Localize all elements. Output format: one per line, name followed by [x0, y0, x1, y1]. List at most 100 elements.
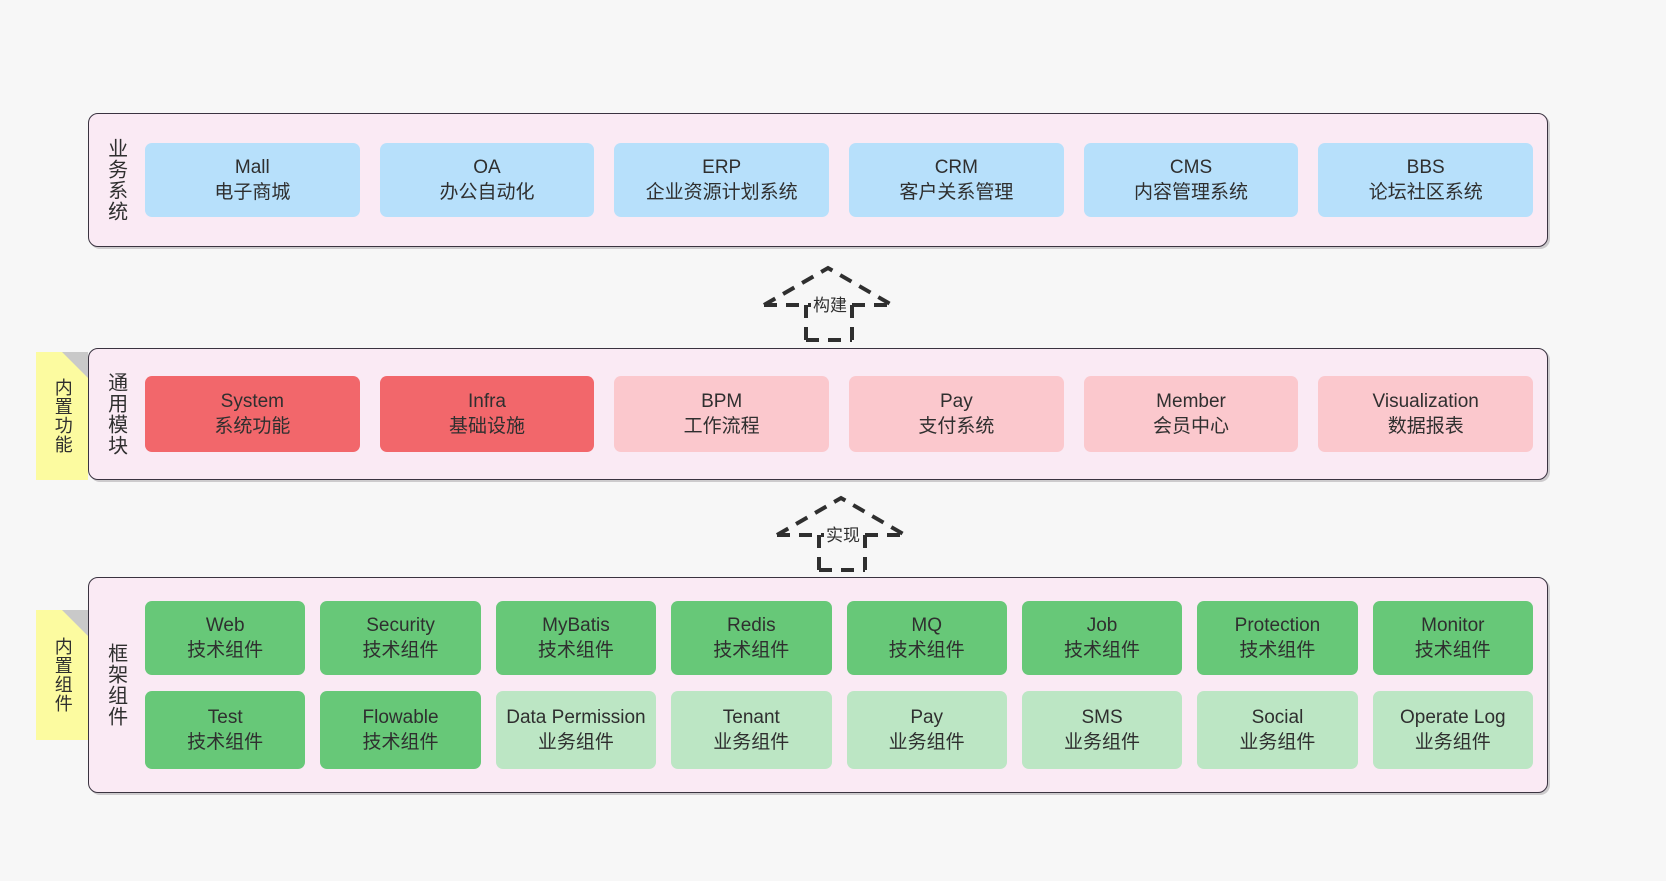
card-mall[interactable]: Mall 电子商城: [145, 143, 360, 217]
card-subtitle: 技术组件: [713, 640, 790, 661]
card-title: System: [220, 390, 285, 412]
card-subtitle: 业务组件: [1064, 732, 1141, 753]
card-pay-component[interactable]: Pay 业务组件: [846, 691, 1007, 769]
card-cms[interactable]: CMS 内容管理系统: [1083, 143, 1299, 217]
card-subtitle: 会员中心: [1153, 416, 1230, 437]
layer-body-business-system: Mall 电子商城 OA 办公自动化 ERP 企业资源计划系统 CRM 客户关系…: [141, 114, 1547, 246]
card-operate-log[interactable]: Operate Log 业务组件: [1372, 691, 1533, 769]
layer-title-framework-component: 框架组件: [104, 643, 127, 727]
card-subtitle: 业务组件: [1414, 732, 1491, 753]
card-subtitle: 技术组件: [362, 732, 439, 753]
card-subtitle: 支付系统: [918, 416, 995, 437]
card-protection[interactable]: Protection 技术组件: [1197, 601, 1358, 675]
card-infra[interactable]: Infra 基础设施: [379, 376, 595, 452]
card-subtitle: 技术组件: [187, 640, 264, 661]
card-title: CMS: [1169, 156, 1213, 178]
sticky-note-label: 内置功能: [52, 378, 73, 454]
layer-title-business-system: 业务系统: [104, 138, 127, 222]
card-subtitle: 技术组件: [1239, 640, 1316, 661]
connector-label-implement: 实现: [824, 521, 862, 546]
card-subtitle: 数据报表: [1387, 416, 1464, 437]
card-job[interactable]: Job 技术组件: [1021, 601, 1183, 675]
card-title: MyBatis: [542, 614, 610, 636]
card-title: Member: [1156, 390, 1226, 412]
card-subtitle: 基础设施: [449, 416, 526, 437]
layer-framework-component: 框架组件 Web 技术组件 Security 技术组件 MyBatis 技术组件…: [88, 577, 1548, 793]
card-subtitle: 客户关系管理: [899, 182, 1014, 203]
card-crm[interactable]: CRM 客户关系管理: [849, 143, 1064, 217]
connector-label-build: 构建: [811, 291, 849, 316]
card-mybatis[interactable]: MyBatis 技术组件: [495, 601, 657, 675]
card-row: System 系统功能 Infra 基础设施 BPM 工作流程 Pay 支付系统…: [145, 376, 1534, 452]
card-title: Visualization: [1372, 390, 1479, 412]
connector-build: 构建: [760, 262, 900, 342]
card-title: Monitor: [1421, 614, 1485, 636]
card-title: Test: [207, 706, 243, 728]
card-subtitle: 业务组件: [713, 732, 790, 753]
card-subtitle: 业务组件: [537, 732, 614, 753]
card-subtitle: 技术组件: [187, 732, 264, 753]
card-mq[interactable]: MQ 技术组件: [846, 601, 1007, 675]
card-title: Mall: [234, 156, 270, 178]
card-flowable[interactable]: Flowable 技术组件: [320, 691, 481, 769]
card-title: Job: [1086, 614, 1118, 636]
card-subtitle: 技术组件: [1414, 640, 1491, 661]
card-title: Tenant: [722, 706, 780, 728]
card-pay[interactable]: Pay 支付系统: [849, 376, 1064, 452]
card-monitor[interactable]: Monitor 技术组件: [1372, 601, 1533, 675]
card-title: Operate Log: [1399, 706, 1506, 728]
card-system[interactable]: System 系统功能: [145, 376, 360, 452]
card-title: BPM: [701, 390, 743, 412]
card-redis[interactable]: Redis 技术组件: [671, 601, 832, 675]
sticky-note-builtin-component: 内置组件: [36, 610, 88, 740]
connector-implement: 实现: [773, 492, 913, 572]
generalization-arrow-icon: [775, 495, 907, 572]
card-subtitle: 电子商城: [214, 182, 291, 203]
card-security[interactable]: Security 技术组件: [320, 601, 481, 675]
sticky-note-label: 内置组件: [52, 637, 73, 713]
card-title: Data Permission: [506, 706, 646, 728]
card-subtitle: 系统功能: [214, 416, 291, 437]
card-web[interactable]: Web 技术组件: [145, 601, 306, 675]
card-bpm[interactable]: BPM 工作流程: [614, 376, 830, 452]
card-subtitle: 企业资源计划系统: [645, 182, 798, 203]
card-title: Pay: [910, 706, 944, 728]
card-subtitle: 技术组件: [537, 640, 614, 661]
card-tenant[interactable]: Tenant 业务组件: [671, 691, 832, 769]
layer-title-common-module: 通用模块: [104, 372, 127, 456]
card-title: Security: [366, 614, 435, 636]
card-subtitle: 技术组件: [888, 640, 965, 661]
card-title: Social: [1251, 706, 1304, 728]
card-subtitle: 论坛社区系统: [1368, 182, 1483, 203]
card-title: Protection: [1234, 614, 1321, 636]
card-data-permission[interactable]: Data Permission 业务组件: [495, 691, 657, 769]
card-subtitle: 办公自动化: [439, 182, 535, 203]
layer-body-framework-component: Web 技术组件 Security 技术组件 MyBatis 技术组件 Redi…: [141, 578, 1547, 792]
card-subtitle: 业务组件: [1239, 732, 1316, 753]
card-social[interactable]: Social 业务组件: [1197, 691, 1358, 769]
card-row: Test 技术组件 Flowable 技术组件 Data Permission …: [145, 691, 1533, 769]
card-sms[interactable]: SMS 业务组件: [1021, 691, 1183, 769]
card-title: SMS: [1081, 706, 1123, 728]
card-bbs[interactable]: BBS 论坛社区系统: [1318, 143, 1534, 217]
card-subtitle: 内容管理系统: [1134, 182, 1249, 203]
card-title: BBS: [1406, 156, 1445, 178]
generalization-arrow-icon: [762, 265, 894, 342]
card-visualization[interactable]: Visualization 数据报表: [1318, 376, 1534, 452]
layer-common-module: 通用模块 System 系统功能 Infra 基础设施 BPM 工作流程 Pay…: [88, 348, 1548, 480]
layer-body-common-module: System 系统功能 Infra 基础设施 BPM 工作流程 Pay 支付系统…: [141, 349, 1547, 479]
card-member[interactable]: Member 会员中心: [1083, 376, 1299, 452]
card-erp[interactable]: ERP 企业资源计划系统: [614, 143, 830, 217]
folded-corner-icon: [62, 610, 88, 636]
card-oa[interactable]: OA 办公自动化: [379, 143, 595, 217]
card-test[interactable]: Test 技术组件: [145, 691, 306, 769]
card-title: Flowable: [362, 706, 439, 728]
card-title: Pay: [939, 390, 973, 412]
card-row: Mall 电子商城 OA 办公自动化 ERP 企业资源计划系统 CRM 客户关系…: [145, 143, 1534, 217]
layer-business-system: 业务系统 Mall 电子商城 OA 办公自动化 ERP 企业资源计划系统 CRM…: [88, 113, 1548, 247]
card-subtitle: 技术组件: [362, 640, 439, 661]
card-title: ERP: [702, 156, 742, 178]
card-title: Redis: [727, 614, 776, 636]
card-row: Web 技术组件 Security 技术组件 MyBatis 技术组件 Redi…: [145, 601, 1533, 675]
